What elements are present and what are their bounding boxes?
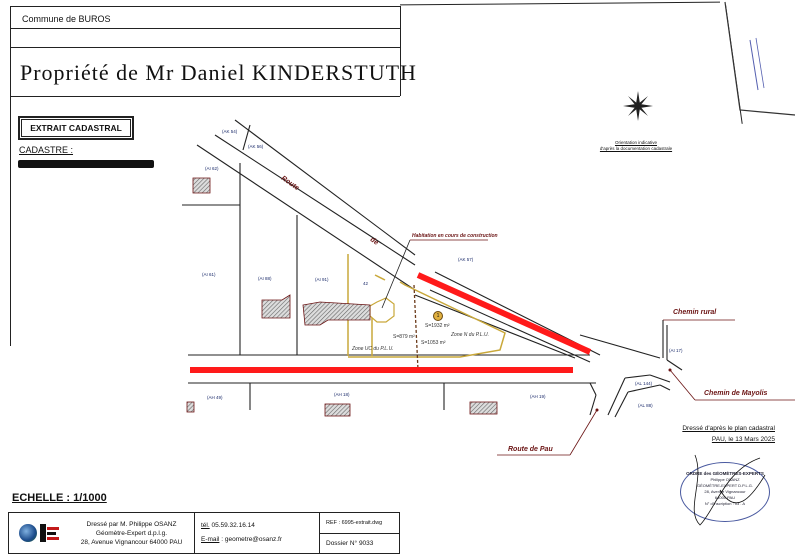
oge-logo-icon xyxy=(40,524,59,542)
reference-block: REF : 6995-extrait.dwg Dossier N° 9033 xyxy=(320,513,399,553)
parcel-ai17: (AI 17) xyxy=(669,348,683,353)
extrait-cadastral-label: EXTRAIT CADASTRAL xyxy=(21,119,131,137)
parcel-ah18: (AH 18) xyxy=(334,392,350,397)
contact-block: tél. 05.59.32.16.14 E-mail : geometre@os… xyxy=(195,513,320,553)
zone-uc-label: Zone UC du P.L.U. xyxy=(352,346,394,352)
parcel-number-badge: 1 xyxy=(433,311,443,321)
stamp-title: GÉOMÈTRE-EXPERT D.P.L.G. xyxy=(696,483,753,488)
stamp-ring-text: ORDRE des GÉOMÈTRES-EXPERTS xyxy=(686,471,764,476)
author-block: Dressé par M. Philippe OSANZ Géomètre-Ex… xyxy=(69,513,195,553)
geometre-stamp: ORDRE des GÉOMÈTRES-EXPERTS Philippe OSA… xyxy=(680,462,770,522)
frame-title-bottom xyxy=(10,96,400,97)
surface-b: S=1053 m² xyxy=(421,340,446,346)
parcel-ah19: (AH 19) xyxy=(530,394,546,399)
dresse-line1: Dressé d'après le plan cadastral xyxy=(682,425,775,432)
signature xyxy=(693,454,766,526)
commune-label: Commune de BUROS xyxy=(22,14,111,24)
redacted-cadastre-reference xyxy=(18,160,154,168)
footer-cartouche: Dressé par M. Philippe OSANZ Géomètre-Ex… xyxy=(8,512,400,554)
parcel-ah49: (AH 49) xyxy=(207,395,223,400)
parcel-number: 1 xyxy=(436,313,440,319)
parcel-al88: (AL 88) xyxy=(638,403,653,408)
highlight-boundary-south xyxy=(190,367,573,373)
parcel-ai61: (AI 61) xyxy=(202,272,216,277)
email-address[interactable]: : geometre@osanz.fr xyxy=(221,536,283,543)
phone-label: tél. xyxy=(201,522,210,529)
parcel-42: 42 xyxy=(363,281,369,286)
stamp-name: Philippe OSANZ xyxy=(710,477,740,482)
cadastre-label: CADASTRE : xyxy=(19,145,74,155)
globe-icon xyxy=(19,524,37,542)
email-label: E-mail xyxy=(201,536,220,543)
zone-n-label: Zone N du P.L.U. xyxy=(451,332,489,338)
phone-number[interactable]: 05.59.32.16.14 xyxy=(211,522,255,529)
parcel-al144: (AL 144) xyxy=(635,381,653,386)
phone-line: tél. 05.59.32.16.14 xyxy=(201,519,319,533)
stamp-address: 28, Avenue Vignancour xyxy=(704,489,746,494)
orientation-line2: d'après la documentation cadastrale xyxy=(599,146,673,151)
surface-total: S=1932 m² xyxy=(425,323,450,329)
page-title: Propriété de Mr Daniel KINDERSTUTH xyxy=(20,60,417,85)
parcel-ak57: (AK 57) xyxy=(458,257,474,262)
email-line: E-mail : geometre@osanz.fr xyxy=(201,533,319,547)
file-reference: REF : 6995-extrait.dwg xyxy=(320,513,399,534)
author-name: Dressé par M. Philippe OSANZ xyxy=(86,520,177,528)
frame-left xyxy=(10,6,11,346)
folded-corner xyxy=(724,1,796,116)
extrait-cadastral-box: EXTRAIT CADASTRAL xyxy=(18,116,134,140)
compass-rose-icon xyxy=(623,91,653,121)
parcel-ai62: (AI 62) xyxy=(205,166,219,171)
frame-top xyxy=(10,6,400,7)
stamp-inscription: N° d'inscription : 03 . A xyxy=(704,501,746,506)
scale-label: ECHELLE : 1/1000 xyxy=(12,492,107,504)
dossier-number: Dossier N° 9033 xyxy=(326,539,374,547)
dresse-date: PAU, le 13 Mars 2025 xyxy=(711,436,775,443)
road-label-route-pau: Route de Pau xyxy=(508,446,553,453)
orientation-line1: Orientation indicative xyxy=(614,140,658,145)
parcel-ak54: (AK 54) xyxy=(222,129,238,134)
company-logo xyxy=(9,513,69,553)
author-title: Géomètre-Expert d.p.l.g. xyxy=(95,529,168,537)
frame-title-top xyxy=(10,47,400,48)
author-address: 28, Avenue Vignancour 64000 PAU xyxy=(80,538,183,546)
habitation-annotation: Habitation en cours de construction xyxy=(412,233,498,239)
stamp-city: 64000 PAU xyxy=(714,495,736,500)
parcel-ak56: (AK 56) xyxy=(248,144,264,149)
road-label-chemin-rural: Chemin rural xyxy=(673,309,717,316)
parcel-ai88: (AI 88) xyxy=(258,276,272,281)
frame-right-title xyxy=(400,6,401,96)
parcel-ai91: (AI 91) xyxy=(315,277,329,282)
frame-commune-bottom xyxy=(10,28,400,29)
road-label-chemin-mayolis: Chemin de Mayolis xyxy=(704,390,768,397)
surface-a: S=879 m² xyxy=(393,334,415,340)
orientation-note: Orientation indicative d'après la docume… xyxy=(586,140,686,152)
dresse-note: Dressé d'après le plan cadastral PAU, le… xyxy=(650,423,775,445)
